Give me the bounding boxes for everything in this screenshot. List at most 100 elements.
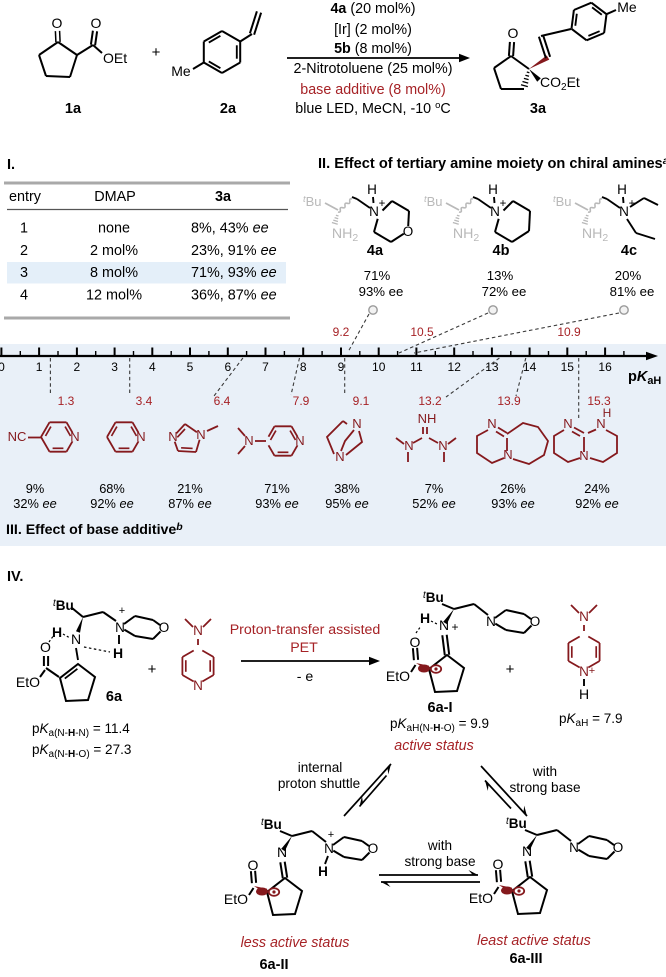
svg-text:N: N — [244, 433, 253, 448]
svg-text:2a: 2a — [220, 101, 237, 117]
svg-text:15.3: 15.3 — [587, 394, 611, 408]
svg-text:pKa(N-H-O) = 27.3: pKa(N-H-O) = 27.3 — [32, 742, 131, 760]
svg-text:O: O — [52, 15, 63, 31]
svg-text:H: H — [603, 406, 612, 420]
svg-text:O: O — [40, 639, 51, 655]
svg-text:36%, 87% ee: 36%, 87% ee — [191, 287, 277, 303]
svg-text:N: N — [487, 416, 496, 431]
svg-text:II. Effect of tertiary amine m: II. Effect of tertiary amine moiety on c… — [318, 155, 666, 172]
svg-text:0: 0 — [0, 360, 5, 374]
svg-text:5: 5 — [187, 360, 194, 374]
svg-text:H: H — [488, 182, 498, 197]
svg-text:10.5: 10.5 — [410, 325, 434, 339]
svg-text:N: N — [596, 416, 605, 431]
svg-text:68%: 68% — [99, 481, 125, 496]
svg-text:7: 7 — [262, 360, 269, 374]
svg-text:O: O — [410, 634, 421, 650]
svg-text:81% ee: 81% ee — [610, 284, 655, 299]
svg-text:EtO: EtO — [386, 668, 410, 684]
svg-text:Proton-transfer assisted: Proton-transfer assisted — [230, 622, 381, 638]
svg-text:6.4: 6.4 — [214, 394, 231, 408]
svg-text:6: 6 — [224, 360, 231, 374]
svg-text:71%: 71% — [364, 268, 391, 283]
svg-text:N: N — [136, 429, 145, 444]
svg-text:92% ee: 92% ee — [90, 496, 133, 511]
svg-text:O: O — [508, 25, 519, 41]
svg-text:EtO: EtO — [469, 890, 493, 906]
svg-text:pKaH: pKaH — [628, 369, 661, 387]
svg-text:71%, 93% ee: 71%, 93% ee — [191, 265, 277, 281]
svg-text:1.3: 1.3 — [58, 394, 75, 408]
svg-text:pKa(N-H-N) = 11.4: pKa(N-H-N) = 11.4 — [32, 721, 130, 739]
svg-text:N: N — [324, 841, 334, 856]
svg-text:93% ee: 93% ee — [255, 496, 298, 511]
svg-text:N: N — [579, 448, 588, 463]
svg-text:internal: internal — [298, 760, 343, 775]
svg-text:N: N — [490, 204, 500, 219]
svg-text:O: O — [91, 15, 102, 31]
svg-text:2: 2 — [74, 360, 81, 374]
svg-text:none: none — [98, 221, 130, 237]
svg-text:N: N — [115, 620, 125, 635]
svg-text:71%: 71% — [264, 481, 290, 496]
svg-text:+: + — [379, 198, 386, 210]
svg-text:blue LED, MeCN, -10 oC: blue LED, MeCN, -10 oC — [295, 100, 450, 117]
svg-text:16: 16 — [598, 360, 612, 374]
svg-text:38%: 38% — [334, 481, 360, 496]
svg-text:15: 15 — [561, 360, 575, 374]
svg-text:32% ee: 32% ee — [13, 496, 56, 511]
svg-text:1: 1 — [20, 221, 28, 237]
svg-text:NH: NH — [418, 411, 437, 426]
svg-text:EtO: EtO — [224, 891, 248, 907]
svg-text:9: 9 — [338, 360, 345, 374]
svg-text:+: + — [500, 198, 507, 210]
svg-text:+: + — [589, 665, 595, 677]
svg-text:6a-II: 6a-II — [259, 957, 288, 972]
svg-text:3: 3 — [111, 360, 118, 374]
svg-text:tBu: tBu — [303, 193, 322, 209]
svg-text:N: N — [335, 449, 344, 464]
svg-text:proton shuttle: proton shuttle — [278, 776, 360, 791]
svg-text:III. Effect of base additiveb: III. Effect of base additiveb — [6, 521, 183, 538]
svg-text:4: 4 — [20, 287, 28, 303]
svg-text:DMAP: DMAP — [94, 189, 136, 205]
svg-text:5b (8 mol%): 5b (8 mol%) — [334, 41, 412, 57]
svg-text:with: with — [427, 838, 452, 853]
svg-text:6a-III: 6a-III — [509, 951, 542, 967]
svg-text:N: N — [295, 433, 304, 448]
svg-text:O: O — [248, 857, 259, 873]
svg-text:least active status: least active status — [477, 933, 591, 949]
svg-text:N: N — [619, 204, 629, 219]
svg-text:+: + — [451, 620, 458, 634]
svg-text:13: 13 — [485, 360, 499, 374]
svg-text:O: O — [159, 620, 170, 635]
svg-text:8 mol%: 8 mol% — [90, 265, 138, 281]
svg-text:N: N — [369, 204, 379, 219]
svg-text:pKaH(N-H-O) = 9.9: pKaH(N-H-O) = 9.9 — [390, 716, 489, 734]
svg-text:13.9: 13.9 — [497, 394, 521, 408]
svg-text:I.: I. — [7, 157, 15, 173]
svg-text:26%: 26% — [500, 481, 526, 496]
svg-text:52% ee: 52% ee — [412, 496, 455, 511]
svg-text:N: N — [438, 438, 447, 453]
svg-text:Me: Me — [617, 0, 637, 15]
svg-text:9%: 9% — [26, 481, 45, 496]
svg-text:tBu: tBu — [423, 590, 444, 605]
svg-text:IV.: IV. — [7, 569, 23, 585]
svg-text:base additive (8 mol%): base additive (8 mol%) — [300, 82, 445, 98]
svg-text:H: H — [420, 610, 430, 626]
svg-text:N: N — [563, 416, 572, 431]
svg-text:tBu: tBu — [424, 193, 443, 209]
svg-text:CO2Et: CO2Et — [540, 74, 580, 93]
svg-text:tBu: tBu — [261, 817, 282, 832]
svg-text:N: N — [404, 438, 413, 453]
svg-text:3a: 3a — [530, 101, 547, 117]
svg-text:4: 4 — [149, 360, 156, 374]
svg-text:H: H — [318, 864, 328, 879]
svg-text:N: N — [486, 614, 496, 629]
svg-text:H: H — [579, 686, 589, 702]
svg-text:O: O — [613, 840, 624, 855]
svg-text:NH2: NH2 — [332, 226, 359, 244]
svg-text:21%: 21% — [177, 481, 203, 496]
svg-text:entry: entry — [9, 189, 42, 205]
